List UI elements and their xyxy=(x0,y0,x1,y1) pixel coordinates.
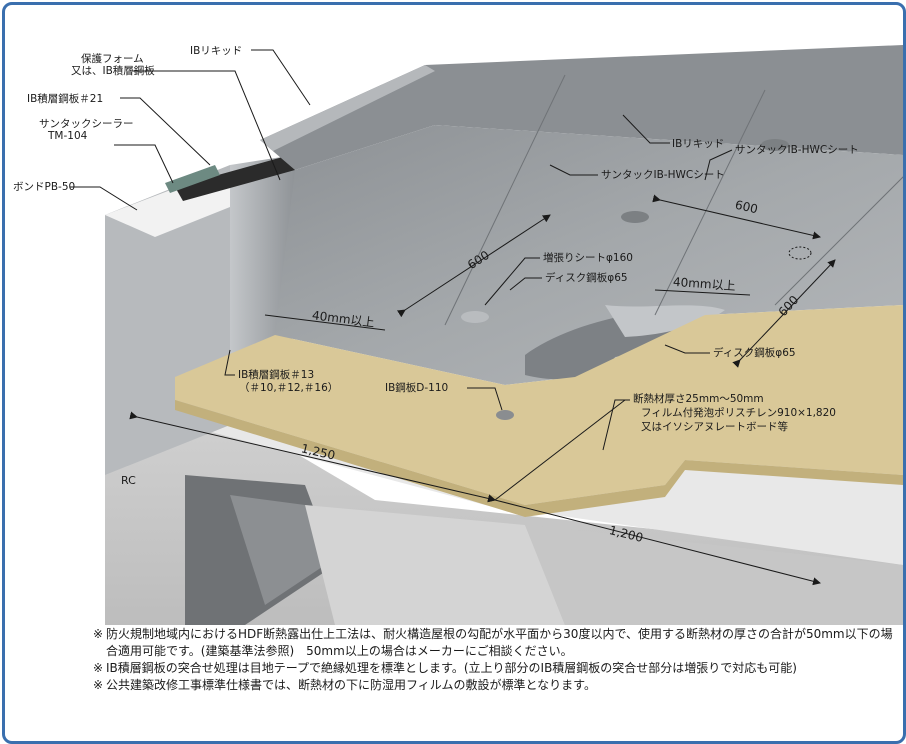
leader-lines xyxy=(70,49,733,451)
label-ib-liquid-top: IBリキッド xyxy=(190,45,243,57)
label-hogo-foam: 保護フォーム xyxy=(81,53,144,65)
label-insulation-material: フィルム付発泡ポリスチレン910×1,820 xyxy=(641,407,836,419)
label-hogo-foam-alt: 又は、IB積層鋼板 xyxy=(71,65,155,77)
note-text: 公共建築改修工事標準仕様書では、断熱材の下に防湿用フィルムの敷設が標準となります… xyxy=(106,678,596,692)
dimension-lines xyxy=(129,194,836,586)
label-suntack-sealer: サンタックシーラー xyxy=(39,118,134,130)
label-ib-liquid-mid: IBリキッド xyxy=(672,138,725,150)
notes-block: ※ 防火規制地域内におけるHDF断熱露出仕上工法は、耐火構造屋根の勾配が水平面か… xyxy=(93,626,893,694)
label-rc: RC xyxy=(121,474,136,487)
note-text: 防火規制地域内におけるHDF断熱露出仕上工法は、耐火構造屋根の勾配が水平面から3… xyxy=(106,627,893,658)
label-ib-sekisou-13: IB積層鋼板＃13 xyxy=(238,369,315,381)
note-mark: ※ xyxy=(93,627,104,641)
note-mark: ※ xyxy=(93,678,104,692)
label-insulation-alt: 又はイソシアヌレートボード等 xyxy=(641,421,788,433)
note-text: IB積層鋼板の突合せ処理は目地テープで絶縁処理を標準とします。(立上り部分のIB… xyxy=(106,661,797,675)
note-moisture-film: ※ 公共建築改修工事標準仕様書では、断熱材の下に防湿用フィルムの敷設が標準となり… xyxy=(93,677,893,694)
label-insulation-thickness: 断熱材厚さ25mm～50mm xyxy=(633,393,764,405)
label-hwc-sheet-right: サンタックIB-HWCシート xyxy=(735,144,859,156)
membrane-surface xyxy=(275,125,903,385)
label-disk-lower: ディスク鋼板φ65 xyxy=(713,347,796,359)
label-tm104: TM-104 xyxy=(48,130,88,142)
label-bond-pb50: ボンドPB-50 xyxy=(13,181,76,193)
note-mark: ※ xyxy=(93,661,104,675)
label-ib-d110: IB鋼板D-110 xyxy=(385,382,449,394)
label-mashibari-sheet: 増張りシートφ160 xyxy=(543,252,633,264)
roof-cross-section-illustration xyxy=(70,45,903,625)
label-ib-sekisou-21: IB積層鋼板＃21 xyxy=(27,93,104,105)
note-joint-treatment: ※ IB積層鋼板の突合せ処理は目地テープで絶縁処理を標準とします。(立上り部分の… xyxy=(93,660,893,677)
label-hwc-sheet-center: サンタックIB-HWCシート xyxy=(601,169,725,181)
label-disk-upper: ディスク鋼板φ65 xyxy=(545,272,628,284)
back-upstand xyxy=(260,45,903,170)
label-ib-sekisou-13-sub: （＃10,＃12,＃16） xyxy=(239,382,339,394)
note-fire-regulation: ※ 防火規制地域内におけるHDF断熱露出仕上工法は、耐火構造屋根の勾配が水平面か… xyxy=(93,626,893,660)
